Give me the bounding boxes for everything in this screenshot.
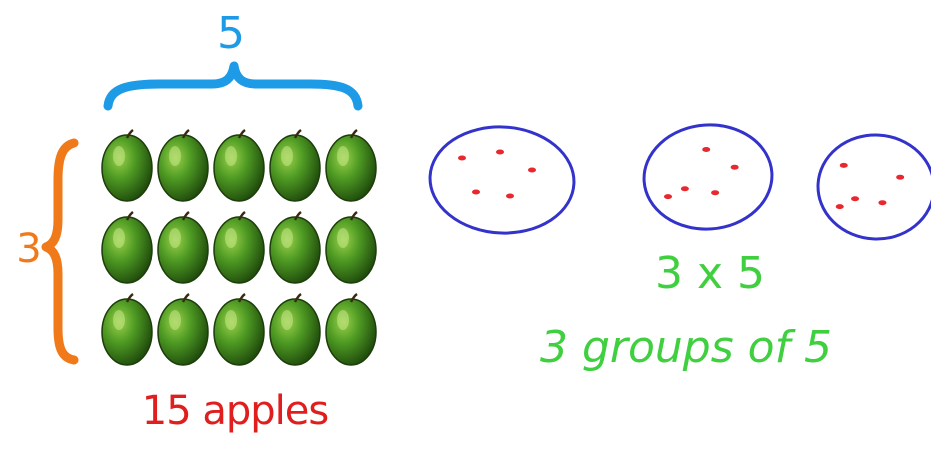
apple-icon: [325, 210, 377, 284]
apple-icon: [269, 292, 321, 366]
group-dot: [472, 189, 480, 195]
group-dot: [458, 155, 466, 161]
apple-icon: [157, 292, 209, 366]
group-dot: [528, 167, 536, 173]
total-label: 15 apples: [141, 388, 329, 434]
group-dot: [711, 190, 720, 196]
apple-icon: [101, 128, 153, 202]
apple-icon: [213, 292, 265, 366]
group-dot: [664, 194, 672, 200]
multiplication-expression: 3 x 5: [655, 248, 765, 299]
group-dot: [896, 174, 905, 180]
group-dot: [496, 149, 504, 155]
apple-icon: [157, 210, 209, 284]
groups-description: 3 groups of 5: [540, 322, 833, 373]
group-dot: [506, 193, 514, 199]
group-dot: [730, 164, 739, 170]
apple-icon: [101, 210, 153, 284]
apple-icon: [325, 128, 377, 202]
apple-icon: [325, 292, 377, 366]
group-dot: [878, 200, 887, 206]
group-dot: [835, 204, 844, 210]
group-dot: [839, 162, 848, 168]
group-circle: [642, 123, 774, 231]
group-circle: [428, 125, 576, 235]
group-dot: [851, 196, 860, 202]
group-circle: [816, 133, 931, 241]
rows-brace: [41, 138, 79, 365]
apple-grid: [101, 128, 377, 366]
apple-icon: [269, 128, 321, 202]
group-dot: [702, 147, 711, 153]
rows-label: 3: [16, 226, 42, 272]
apple-icon: [213, 210, 265, 284]
apple-icon: [213, 128, 265, 202]
apple-icon: [269, 210, 321, 284]
group-dot: [680, 186, 689, 192]
apple-icon: [157, 128, 209, 202]
columns-brace: [103, 61, 363, 111]
group-circles: [428, 123, 931, 241]
apple-icon: [101, 292, 153, 366]
columns-label: 5: [217, 8, 245, 59]
